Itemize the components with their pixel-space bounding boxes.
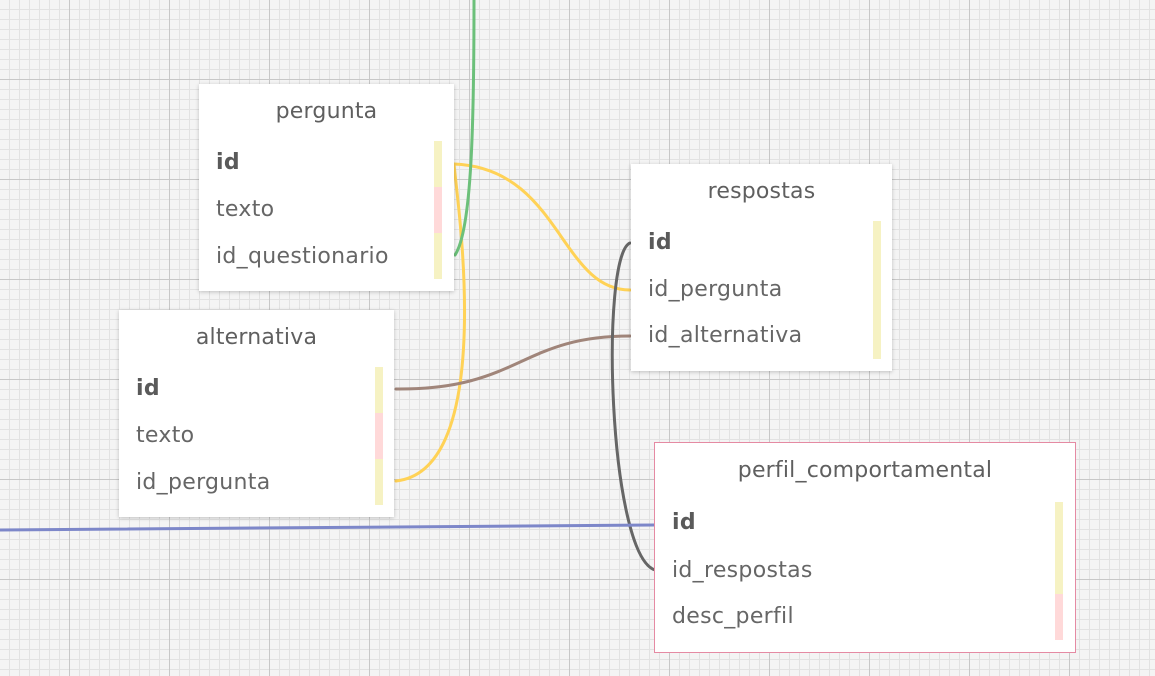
table-title: perfil_comportamental <box>737 458 993 483</box>
field-id-pergunta[interactable]: id_pergunta <box>136 470 271 495</box>
table-title: alternativa <box>195 325 318 350</box>
field-id-respostas[interactable]: id_respostas <box>672 558 813 583</box>
link-perfil-external[interactable] <box>0 523 657 532</box>
pk-marker <box>375 459 383 505</box>
pk-marker <box>434 233 442 279</box>
fk-marker <box>1055 594 1063 640</box>
field-desc-perfil[interactable]: desc_perfil <box>672 604 794 629</box>
field-id[interactable]: id <box>216 150 240 175</box>
table-title: pergunta <box>275 99 378 124</box>
pk-marker <box>434 141 442 187</box>
link-respostas-alternativa[interactable] <box>394 334 632 391</box>
link-pergunta-questionario[interactable] <box>453 0 476 257</box>
link-respostas-pergunta[interactable] <box>452 162 632 292</box>
table-perfil-comportamental[interactable]: perfil_comportamental id id_respostas de… <box>654 442 1076 653</box>
link-perfil-respostas[interactable] <box>610 241 657 572</box>
table-pergunta[interactable]: pergunta id texto id_questionario <box>199 84 454 291</box>
field-id[interactable]: id <box>136 376 160 401</box>
pk-marker <box>1055 502 1063 594</box>
fk-marker <box>375 413 383 459</box>
fk-marker <box>434 187 442 233</box>
field-id[interactable]: id <box>672 510 696 535</box>
field-id-questionario[interactable]: id_questionario <box>216 244 389 269</box>
field-texto[interactable]: texto <box>216 197 275 222</box>
pk-marker <box>873 221 881 359</box>
field-texto[interactable]: texto <box>136 423 195 448</box>
field-id-alternativa[interactable]: id_alternativa <box>648 323 803 348</box>
table-alternativa[interactable]: alternativa id texto id_pergunta <box>119 310 394 517</box>
link-alternativa-pergunta[interactable] <box>394 162 467 483</box>
table-respostas[interactable]: respostas id id_pergunta id_alternativa <box>631 164 892 371</box>
table-title: respostas <box>707 179 816 204</box>
field-id[interactable]: id <box>648 230 672 255</box>
field-id-pergunta[interactable]: id_pergunta <box>648 277 783 302</box>
pk-marker <box>375 367 383 413</box>
